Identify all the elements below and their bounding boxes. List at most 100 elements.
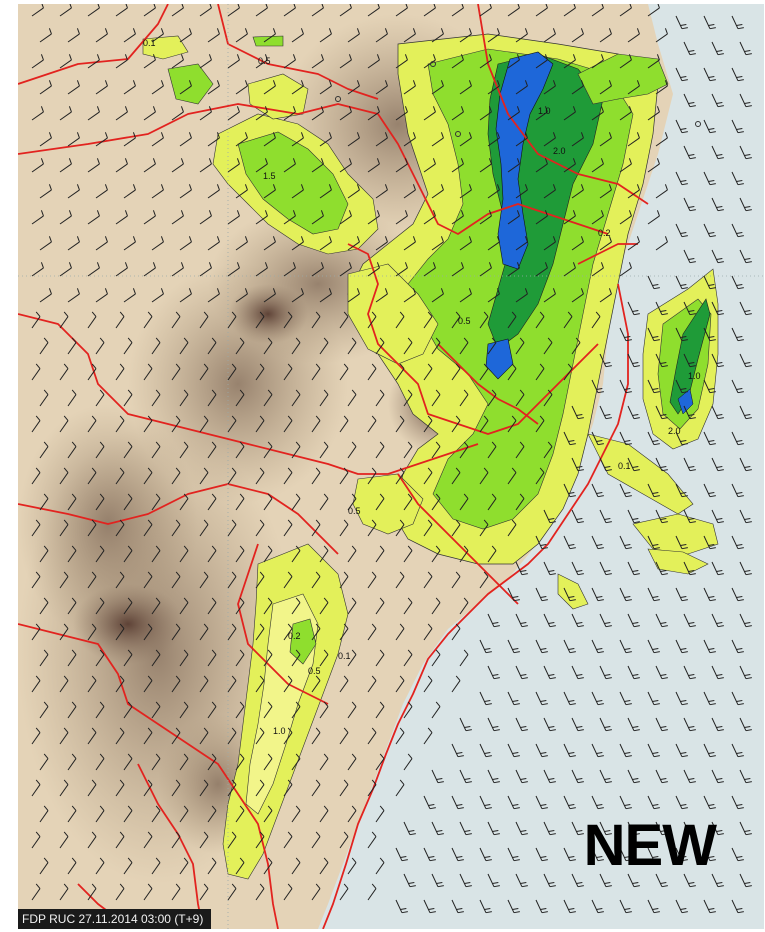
wind-barb-icon (347, 132, 360, 147)
wind-barb-icon (339, 262, 352, 277)
wind-barb-icon (207, 337, 217, 355)
wind-barb-icon (255, 675, 265, 693)
wind-barb-icon (263, 701, 273, 719)
wind-barb-icon (123, 337, 133, 355)
wind-barb-icon (311, 779, 321, 797)
wind-barb-icon (535, 54, 548, 69)
wind-barb-icon (711, 769, 724, 784)
wind-barb-icon (367, 311, 377, 329)
wind-barb-icon (627, 301, 640, 316)
wind-barb-icon (235, 701, 245, 719)
wind-barb-icon (403, 184, 416, 199)
wind-barb-icon (563, 210, 576, 225)
wind-barb-icon (179, 805, 189, 823)
wind-barb-icon (711, 457, 724, 472)
wind-barb-icon (571, 337, 581, 355)
wind-barb-icon (367, 210, 380, 225)
wind-barb-icon (311, 158, 324, 173)
wind-barb-icon (235, 184, 248, 199)
wind-barb-icon (507, 847, 520, 862)
wind-barb-icon (339, 571, 349, 589)
wind-barb-icon (599, 457, 612, 472)
wind-barb-icon (647, 483, 660, 498)
wind-barb-icon (227, 4, 240, 17)
wind-barb-icon (59, 311, 69, 329)
wind-barb-icon (199, 54, 212, 69)
wind-barb-icon (431, 649, 441, 667)
wind-barb-icon (67, 441, 77, 459)
wind-barb-icon (479, 795, 492, 810)
wind-barb-icon (39, 132, 52, 147)
wind-barb-icon (675, 847, 688, 862)
wind-barb-icon (703, 847, 716, 862)
wind-barb-icon (395, 727, 405, 745)
wind-barb-icon (403, 80, 416, 95)
wind-barb-icon (571, 184, 584, 199)
wind-barb-icon (543, 665, 556, 680)
wind-barb-icon (647, 535, 660, 550)
wind-barb-icon (95, 288, 108, 303)
wind-barb-icon (367, 831, 377, 849)
wind-barb-icon (507, 467, 517, 485)
wind-barb-icon (535, 262, 548, 277)
wind-barb-icon (395, 363, 405, 381)
wind-barb-icon (255, 54, 268, 69)
wind-barb-icon (647, 743, 660, 758)
wind-barb-icon (515, 441, 525, 459)
wind-barb-icon (39, 80, 52, 95)
wind-barb-icon (143, 571, 153, 589)
wind-barb-icon (263, 288, 276, 303)
wind-barb-icon (515, 665, 528, 680)
wind-barb-icon (403, 873, 416, 888)
wind-barb-icon (179, 441, 189, 459)
wind-barb-icon (619, 743, 632, 758)
wind-barb-icon (171, 54, 184, 69)
wind-barb-icon (739, 41, 752, 56)
wind-barb-icon (487, 132, 500, 147)
wind-barb-icon (431, 184, 444, 199)
wind-barb-icon (675, 639, 688, 654)
wind-barb-icon (535, 158, 548, 173)
wind-barb-icon (87, 54, 100, 69)
wind-barb-icon (627, 717, 640, 732)
wind-barb-icon (171, 571, 181, 589)
wind-barb-icon (255, 106, 268, 121)
wind-barb-icon (39, 236, 52, 251)
wind-barb-icon (543, 561, 556, 576)
station-circle-icon (430, 61, 436, 67)
wind-barb-icon (235, 649, 245, 667)
wind-barb-icon (683, 405, 696, 420)
wind-barb-icon (291, 80, 304, 95)
wind-barb-icon (543, 873, 556, 888)
wind-barb-icon (39, 184, 52, 199)
new-badge-label: NEW (583, 813, 717, 878)
wind-barb-icon (123, 184, 136, 199)
wind-barb-icon (543, 509, 556, 524)
wind-barb-icon (647, 4, 660, 17)
wind-barb-icon (171, 210, 184, 225)
contour-label: 0.1 (618, 461, 631, 471)
wind-barb-icon (227, 210, 240, 225)
wind-barb-icon (39, 649, 49, 667)
wind-barb-icon (619, 691, 632, 706)
wind-barb-icon (395, 415, 405, 433)
wind-barb-icon (171, 467, 181, 485)
wind-barb-icon (479, 106, 492, 121)
wind-barb-icon (95, 389, 105, 407)
wind-barb-icon (143, 262, 156, 277)
wind-barb-icon (571, 821, 584, 836)
wind-barb-icon (255, 311, 265, 329)
wind-barb-icon (487, 389, 497, 407)
wind-barb-icon (347, 857, 357, 875)
wind-barb-icon (487, 545, 497, 563)
wind-barb-icon (563, 106, 576, 121)
wind-barb-icon (31, 415, 41, 433)
wind-barb-icon (87, 311, 97, 329)
wind-barb-icon (367, 571, 377, 589)
wind-barb-icon (291, 389, 301, 407)
wind-barb-icon (367, 106, 380, 121)
wind-barb-icon (459, 769, 472, 784)
wind-barb-icon (171, 831, 181, 849)
wind-barb-icon (143, 311, 153, 329)
wind-barb-icon (227, 571, 237, 589)
